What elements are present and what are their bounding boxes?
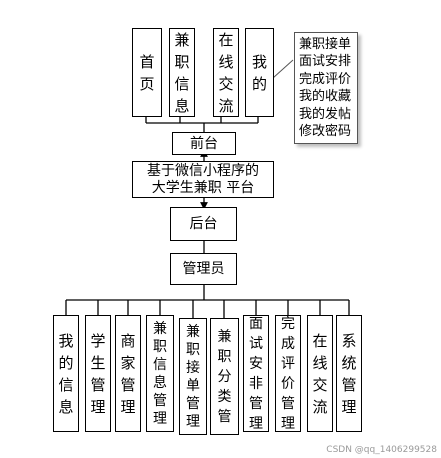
module-merchant-mgmt: 商家管理 xyxy=(115,315,141,432)
module-job-order-mgmt-label: 兼职接单管理 xyxy=(185,323,200,430)
top-module-bus xyxy=(145,117,259,124)
module-online-chat: 在线交流 xyxy=(213,28,239,117)
module-review-mgmt: 完成评价管理 xyxy=(275,315,301,432)
module-job-info-mgmt: 兼职信息管理 xyxy=(146,315,174,432)
module-mine-label: 我的 xyxy=(251,52,267,93)
module-system-mgmt-label: 系统管理 xyxy=(341,331,357,416)
frontend-label: 前台 xyxy=(190,135,218,152)
platform-label: 基于微信小程序的 大学生兼职 平台 xyxy=(147,162,259,196)
module-system-mgmt: 系统管理 xyxy=(336,315,362,432)
module-student-mgmt: 学生管理 xyxy=(85,315,111,432)
module-online-chat-admin-label: 在线交流 xyxy=(312,331,328,416)
module-home-label: 首页 xyxy=(139,52,155,93)
watermark: CSDN @qq_1406299528 xyxy=(326,445,437,455)
module-review-mgmt-label: 完成评价管理 xyxy=(280,315,295,432)
module-job-info-mgmt-label: 兼职信息管理 xyxy=(152,320,167,427)
module-job-info-label: 兼职信息 xyxy=(174,30,190,115)
mine-submodule-note: 兼职接单 面试安排 完成评价 我的收藏 我的发帖 修改密码 xyxy=(294,32,358,144)
module-job-category-mgmt-label: 兼职分类管 xyxy=(217,328,232,425)
module-my-info: 我的信息 xyxy=(53,315,79,432)
frontend-box: 前台 xyxy=(172,132,236,155)
module-mine: 我的 xyxy=(245,28,274,117)
backend-box: 后台 xyxy=(170,207,237,241)
module-home: 首页 xyxy=(132,28,162,117)
module-student-mgmt-label: 学生管理 xyxy=(90,331,106,416)
admin-label: 管理员 xyxy=(182,261,225,277)
module-my-info-label: 我的信息 xyxy=(58,331,74,416)
module-job-category-mgmt: 兼职分类管 xyxy=(210,318,239,435)
module-interview-mgmt: 面试安非管理 xyxy=(243,315,269,432)
module-job-info: 兼职信息 xyxy=(169,28,195,117)
platform-box: 基于微信小程序的 大学生兼职 平台 xyxy=(132,161,274,198)
module-interview-mgmt-label: 面试安非管理 xyxy=(248,315,263,432)
note-connector xyxy=(272,59,294,79)
module-online-chat-label: 在线交流 xyxy=(218,30,234,115)
admin-module-bus xyxy=(65,299,350,318)
module-merchant-mgmt-label: 商家管理 xyxy=(120,331,136,416)
module-online-chat-admin: 在线交流 xyxy=(307,315,333,432)
module-job-order-mgmt: 兼职接单管理 xyxy=(179,318,207,435)
backend-label: 后台 xyxy=(189,216,218,232)
admin-box: 管理员 xyxy=(170,253,237,285)
